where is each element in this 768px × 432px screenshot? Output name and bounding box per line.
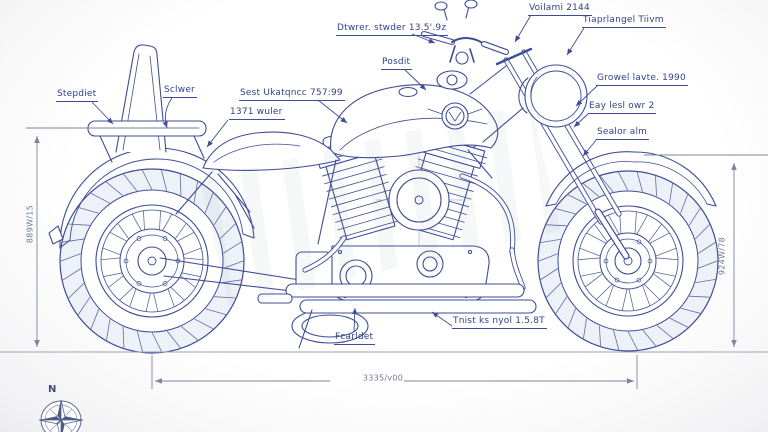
dimension-left-text: 889W/15 [25, 204, 35, 244]
mirror [464, 0, 478, 9]
leader-lines [91, 14, 598, 333]
callout-headlamp: Tiaprlangel Tiivm [582, 15, 666, 28]
dimension-right-text: 924W/78 [717, 236, 727, 276]
callout-frame-bottom: Fcarldet [334, 332, 376, 345]
callout-fork-lower: Eay lesl owr 2 [588, 101, 657, 114]
tank-emblem [427, 102, 483, 130]
front-fender [545, 151, 717, 207]
compass-north-label: N [48, 384, 57, 395]
dimension-bottom-text: 3335/v00 [362, 373, 404, 383]
callout-seat: Sest Ukatqncc 757:99 [239, 88, 345, 101]
callout-handlebar: Dtwrer. stwder 13.5'.9z [336, 23, 449, 36]
callout-seat-lower: 1371 wuler [229, 107, 285, 120]
callout-seat-front: Sclwer [163, 85, 197, 98]
callout-front-fork: Growel lavte. 1990 [596, 73, 688, 86]
callout-tank: Posdit [381, 57, 413, 70]
rear-wheel [59, 168, 245, 354]
frame [317, 65, 524, 245]
compass-rose [38, 399, 84, 432]
fuel-tank [330, 84, 499, 159]
speedo-console [436, 70, 468, 90]
callout-backrest: Stepdiet [56, 89, 99, 102]
headlamp [518, 64, 588, 128]
front-wheel [537, 170, 719, 352]
exhaust-pipes [257, 173, 537, 349]
rear-frame [159, 171, 301, 293]
callout-fork-top: Voilami 2144 [528, 3, 592, 16]
bike-art [48, 0, 719, 354]
callout-exhaust: Tnist ks nyol 1.5.8T [452, 316, 547, 329]
backrest [87, 44, 207, 163]
callout-front-fender: Sealor alm [596, 127, 650, 140]
mirror [434, 1, 448, 11]
dimension-lines [0, 127, 768, 389]
seat [202, 131, 341, 171]
